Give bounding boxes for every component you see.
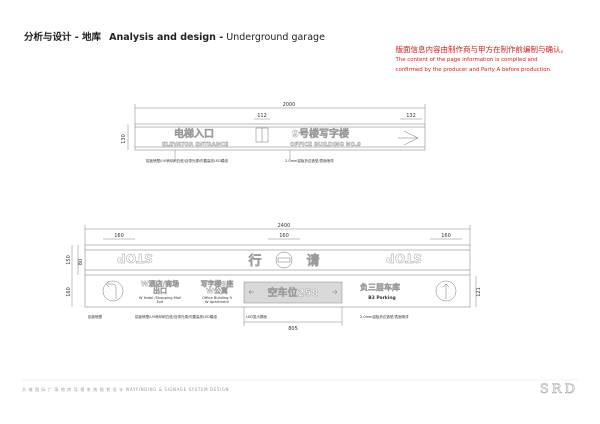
- dest-a-zh: W酒店/商场: [141, 279, 179, 288]
- sign2-note-3: LED显示屏面: [246, 314, 267, 319]
- sign1-dim-left: 112: [257, 113, 267, 119]
- sign1-dim-right: 132: [406, 113, 416, 119]
- page-title-sub: Underground garage: [226, 32, 325, 43]
- notice-en-line1: The content of the page information is c…: [395, 57, 538, 63]
- dest-a-zh2: 出口: [153, 286, 167, 295]
- dest-a-en2: Exit: [157, 300, 164, 304]
- dest-b-zh2: W公寓: [206, 286, 228, 295]
- arrow-right-icon: [398, 130, 419, 146]
- dest-b-zh: 写字楼9座: [201, 279, 234, 288]
- sign1-elevation: 2000 112 132 130 电梯入口 ELEVATOR ENTRANCE …: [121, 102, 426, 163]
- dest-b-en: Office Building 9: [202, 296, 232, 300]
- sign2-dim-h2: 80: [78, 259, 84, 265]
- sign2-dim-h1: 150: [66, 255, 72, 265]
- sign1-note-right: 2.0mm铝板折边造型/表面喷漆: [285, 158, 334, 163]
- straight-up-arrow: [442, 283, 450, 299]
- sign2-body: [84, 244, 471, 308]
- sign2-dim-center: 160: [279, 233, 289, 239]
- srd-logo: SRD: [539, 382, 578, 398]
- no-entry-icon: [275, 251, 293, 269]
- sign1-note-left: 铝板喷塑/UV喷印刷白底/自带光源/内置高亮LED模组: [146, 158, 228, 163]
- no-entry-icon-bar: [277, 257, 291, 263]
- led-arrow-right-icon: [332, 289, 338, 295]
- sign2-note-1: 铝板喷塑: [88, 314, 102, 319]
- sign2-note-4: 2.0mm铝板折边造型/表面喷漆: [360, 314, 409, 319]
- sign2-dim-right-h: 121: [476, 287, 482, 297]
- sign2-dim-h3: 160: [66, 287, 72, 297]
- sign2-dim-total: 2400: [278, 223, 291, 229]
- dest-c-zh: 负三层车库: [360, 282, 400, 292]
- page-title-en: Analysis and design -: [109, 32, 224, 43]
- sign1-right-zh: 9号楼写字楼: [292, 127, 349, 140]
- sign1-dim-height: 130: [121, 134, 127, 144]
- sign2-mid-top-left: 行: [247, 253, 261, 269]
- sign1-left-zh: 电梯入口: [174, 127, 214, 140]
- dest-a-en: W Hotel /Shopping Mall: [139, 296, 181, 300]
- sign2-elevation: 2400 160 160 160 150 80 160 121 STOP STO…: [66, 223, 482, 332]
- led-panel: [243, 281, 343, 304]
- stop-left: STOP: [117, 251, 153, 265]
- led-arrow-left-icon: [248, 289, 254, 295]
- stop-right-text: STOP: [386, 251, 422, 265]
- sign2-dim-right: 160: [441, 233, 451, 239]
- sign2-note-2: 铝板喷塑/UV喷印刷白底/自带光源/内置高亮LED模组: [135, 314, 217, 319]
- dest-c-en: B3 Parking: [368, 295, 396, 301]
- notice-en-line2: confirmed by the producer and Party A be…: [395, 66, 552, 73]
- production-notice: 版面信息内容由制作商与甲方在制作前编制与确认。 The content of t…: [396, 44, 569, 74]
- sign2-dim-left: 160: [114, 233, 124, 239]
- footer-project-text: 天 城 国 际 广 场 地 库 导 视 系 统 规 划 设 计 WAYFINDI…: [22, 387, 230, 392]
- straight-up-icon: [435, 280, 457, 302]
- stop-right: STOP: [386, 251, 422, 265]
- page-title-zh: 分析与设计 - 地库: [24, 32, 102, 43]
- sign1-body: [134, 123, 426, 151]
- turn-left-icon: [102, 280, 124, 302]
- sign2-dim-bottom: 805: [288, 326, 298, 332]
- stop-left-text: STOP: [117, 251, 153, 265]
- sign1-left-en: ELEVATOR ENTRANCE: [162, 142, 229, 148]
- notice-zh: 版面信息内容由制作商与甲方在制作前编制与确认。: [395, 45, 569, 54]
- sign2-mid-top-right: 请: [306, 253, 319, 269]
- page-title: 分析与设计 - 地库 Analysis and design - Undergr…: [24, 29, 325, 43]
- led-panel-text: 空车位258: [268, 286, 319, 299]
- sign1-right-en: OFFICE BUILDING NO.9: [290, 142, 361, 148]
- turn-left-arrow: [105, 280, 117, 299]
- dest-b-en2: W Apartment: [205, 300, 230, 304]
- sign1-dim-total: 2000: [283, 102, 296, 108]
